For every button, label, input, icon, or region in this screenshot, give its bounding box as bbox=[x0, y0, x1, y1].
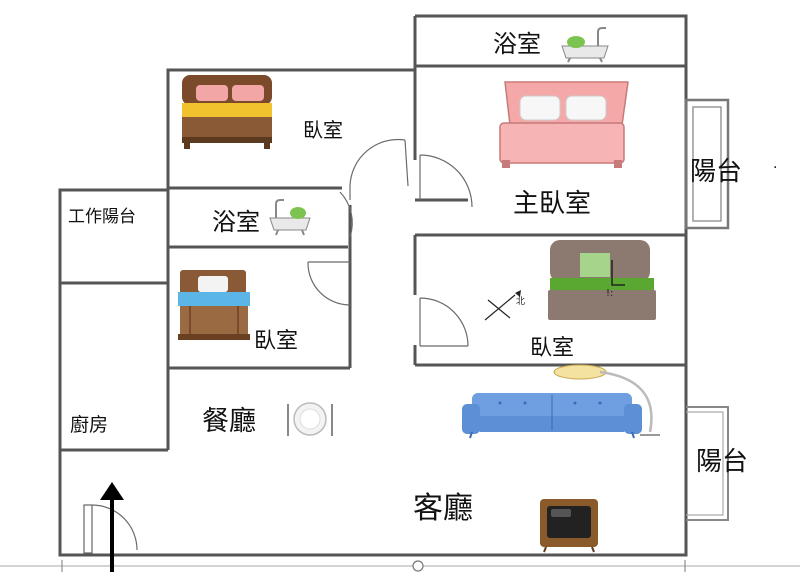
dimension-marker bbox=[412, 560, 424, 572]
room-label-balcony-upper: 陽台 bbox=[690, 157, 742, 187]
bed-icon: !: bbox=[548, 240, 656, 320]
bathtub-icon bbox=[561, 27, 609, 63]
plate-cutlery-icon bbox=[287, 402, 333, 436]
room-label-bath-top: 浴室 bbox=[493, 30, 541, 58]
entrance-arrow-icon bbox=[100, 482, 124, 572]
door-swing bbox=[307, 261, 351, 306]
door-swing bbox=[91, 504, 138, 551]
door-swing bbox=[349, 138, 406, 187]
room-label-bedroom-left: 臥室 bbox=[254, 329, 298, 354]
entry-door-leaf bbox=[83, 504, 93, 554]
svg-text:北: 北 bbox=[516, 296, 525, 307]
balcony-lower-inner bbox=[686, 411, 724, 516]
room-label-master-bedroom: 主臥室 bbox=[513, 189, 591, 219]
doors bbox=[83, 138, 473, 554]
room-label-bedroom-right: 臥室 bbox=[530, 336, 574, 361]
stray-dot: · bbox=[773, 160, 777, 176]
pointer-mark-icon: 北 bbox=[484, 290, 525, 321]
door-swing bbox=[419, 297, 469, 347]
bed-icon bbox=[182, 75, 272, 149]
svg-text:!:: !: bbox=[606, 288, 613, 299]
door-swing bbox=[339, 191, 353, 238]
walls bbox=[0, 14, 800, 572]
bed-icon bbox=[499, 81, 629, 168]
balcony-upper-inner bbox=[692, 106, 722, 222]
bathtub-icon bbox=[269, 199, 311, 236]
tv-icon bbox=[540, 499, 598, 553]
balcony-lower-outline bbox=[686, 406, 729, 521]
room-label-kitchen: 廚房 bbox=[70, 413, 108, 436]
floor-lamp-icon bbox=[553, 364, 660, 436]
room-label-work-balcony: 工作陽台 bbox=[68, 207, 136, 227]
door-leaf bbox=[404, 139, 409, 187]
room-label-bedroom-top: 臥室 bbox=[303, 118, 343, 142]
room-label-living: 客廳 bbox=[413, 491, 473, 526]
room-labels: 浴室 臥室 工作陽台 浴室 主臥室 陽台 臥室 臥室 廚房 餐廳 客廳 陽台 · bbox=[68, 30, 777, 526]
room-label-bath-mid: 浴室 bbox=[212, 208, 260, 236]
room-label-dining: 餐廳 bbox=[202, 406, 256, 437]
room-label-balcony-lower: 陽台 bbox=[696, 447, 748, 477]
door-swing bbox=[419, 154, 473, 208]
balcony-upper-outline bbox=[684, 98, 730, 230]
bed-icon bbox=[178, 270, 250, 340]
sofa-icon bbox=[462, 393, 642, 439]
